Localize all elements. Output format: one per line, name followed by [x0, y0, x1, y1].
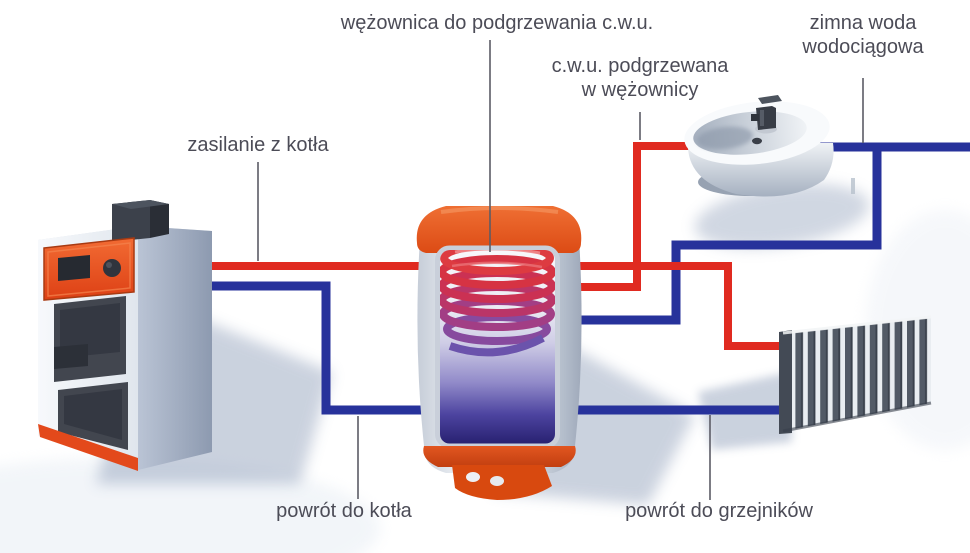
label-supply-text: zasilanie z kotła [187, 134, 329, 156]
faucet [751, 95, 782, 134]
boiler-knob [103, 259, 121, 277]
radiator-illustration [779, 315, 932, 434]
tank-connection-left [466, 472, 480, 482]
cwu-to-sink-pipe [568, 142, 694, 291]
sink-drain-stub [851, 178, 855, 194]
label-cwu-line2: w wężownicy [581, 78, 699, 101]
label-cold-water: zimna woda wodociągowa [765, 12, 961, 59]
sink-illustration [684, 95, 855, 197]
boiler-control-panel [43, 237, 135, 301]
tank-bottom-cap [423, 446, 576, 467]
tank-illustration [416, 206, 582, 500]
label-cold-water-line1: zimna woda [809, 12, 917, 34]
label-coil-text: wężownica do podgrzewania c.w.u. [340, 12, 654, 34]
label-coil: wężownica do podgrzewania c.w.u. [300, 12, 694, 36]
cold-feed-to-tank-pipe [572, 143, 882, 325]
boiler-base-trim [38, 424, 138, 471]
radiator-bottom-edge [782, 401, 932, 433]
label-boiler-return-text: powrót do kotła [276, 500, 412, 522]
sink-shadow [694, 183, 870, 249]
heating-coil [440, 250, 555, 357]
boiler-display [58, 255, 90, 281]
label-cwu: c.w.u. podgrzewana w wężownicy [545, 55, 735, 102]
leader-lines [257, 40, 864, 500]
boiler-side-face [138, 226, 212, 470]
label-radiator-return-text: powrót do grzejników [625, 500, 813, 522]
label-radiator-return: powrót do grzejników [595, 500, 843, 524]
boiler-illustration [38, 200, 212, 471]
sink-drain-hole [752, 137, 762, 145]
label-cold-water-line2: wodociągowa [802, 35, 924, 58]
label-supply: zasilanie z kotła [160, 134, 356, 158]
radiator-top-edge [782, 315, 932, 335]
boiler-upper-door [54, 296, 126, 382]
tank-connection-right [490, 476, 504, 486]
boiler-lower-door [58, 382, 128, 450]
label-cwu-line1: c.w.u. podgrzewana [551, 55, 729, 77]
label-boiler-return: powrót do kotła [246, 500, 442, 524]
boiler-flue [112, 200, 169, 242]
tank-top-cap [416, 206, 582, 253]
radiator-fins [783, 318, 931, 431]
radiator-left-fin [779, 330, 792, 434]
